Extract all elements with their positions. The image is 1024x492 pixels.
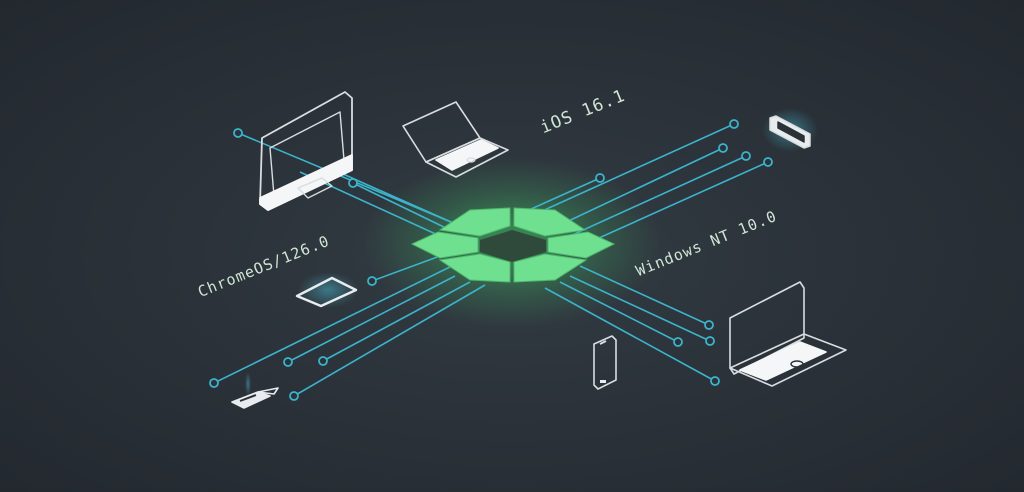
connection-lines — [213, 123, 769, 397]
small-device-top-right-icon — [769, 115, 811, 149]
tablet-glow — [298, 272, 358, 308]
tablet-icon — [295, 276, 358, 308]
small-laptop-bottom-left-icon — [231, 387, 279, 409]
laptop-top-icon — [402, 101, 509, 178]
small-laptop-glow — [245, 372, 251, 396]
desktop-monitor-icon — [259, 91, 353, 211]
hub-icon — [410, 207, 616, 283]
laptop-bottom-right-icon — [729, 281, 847, 387]
phone-icon — [593, 335, 617, 390]
